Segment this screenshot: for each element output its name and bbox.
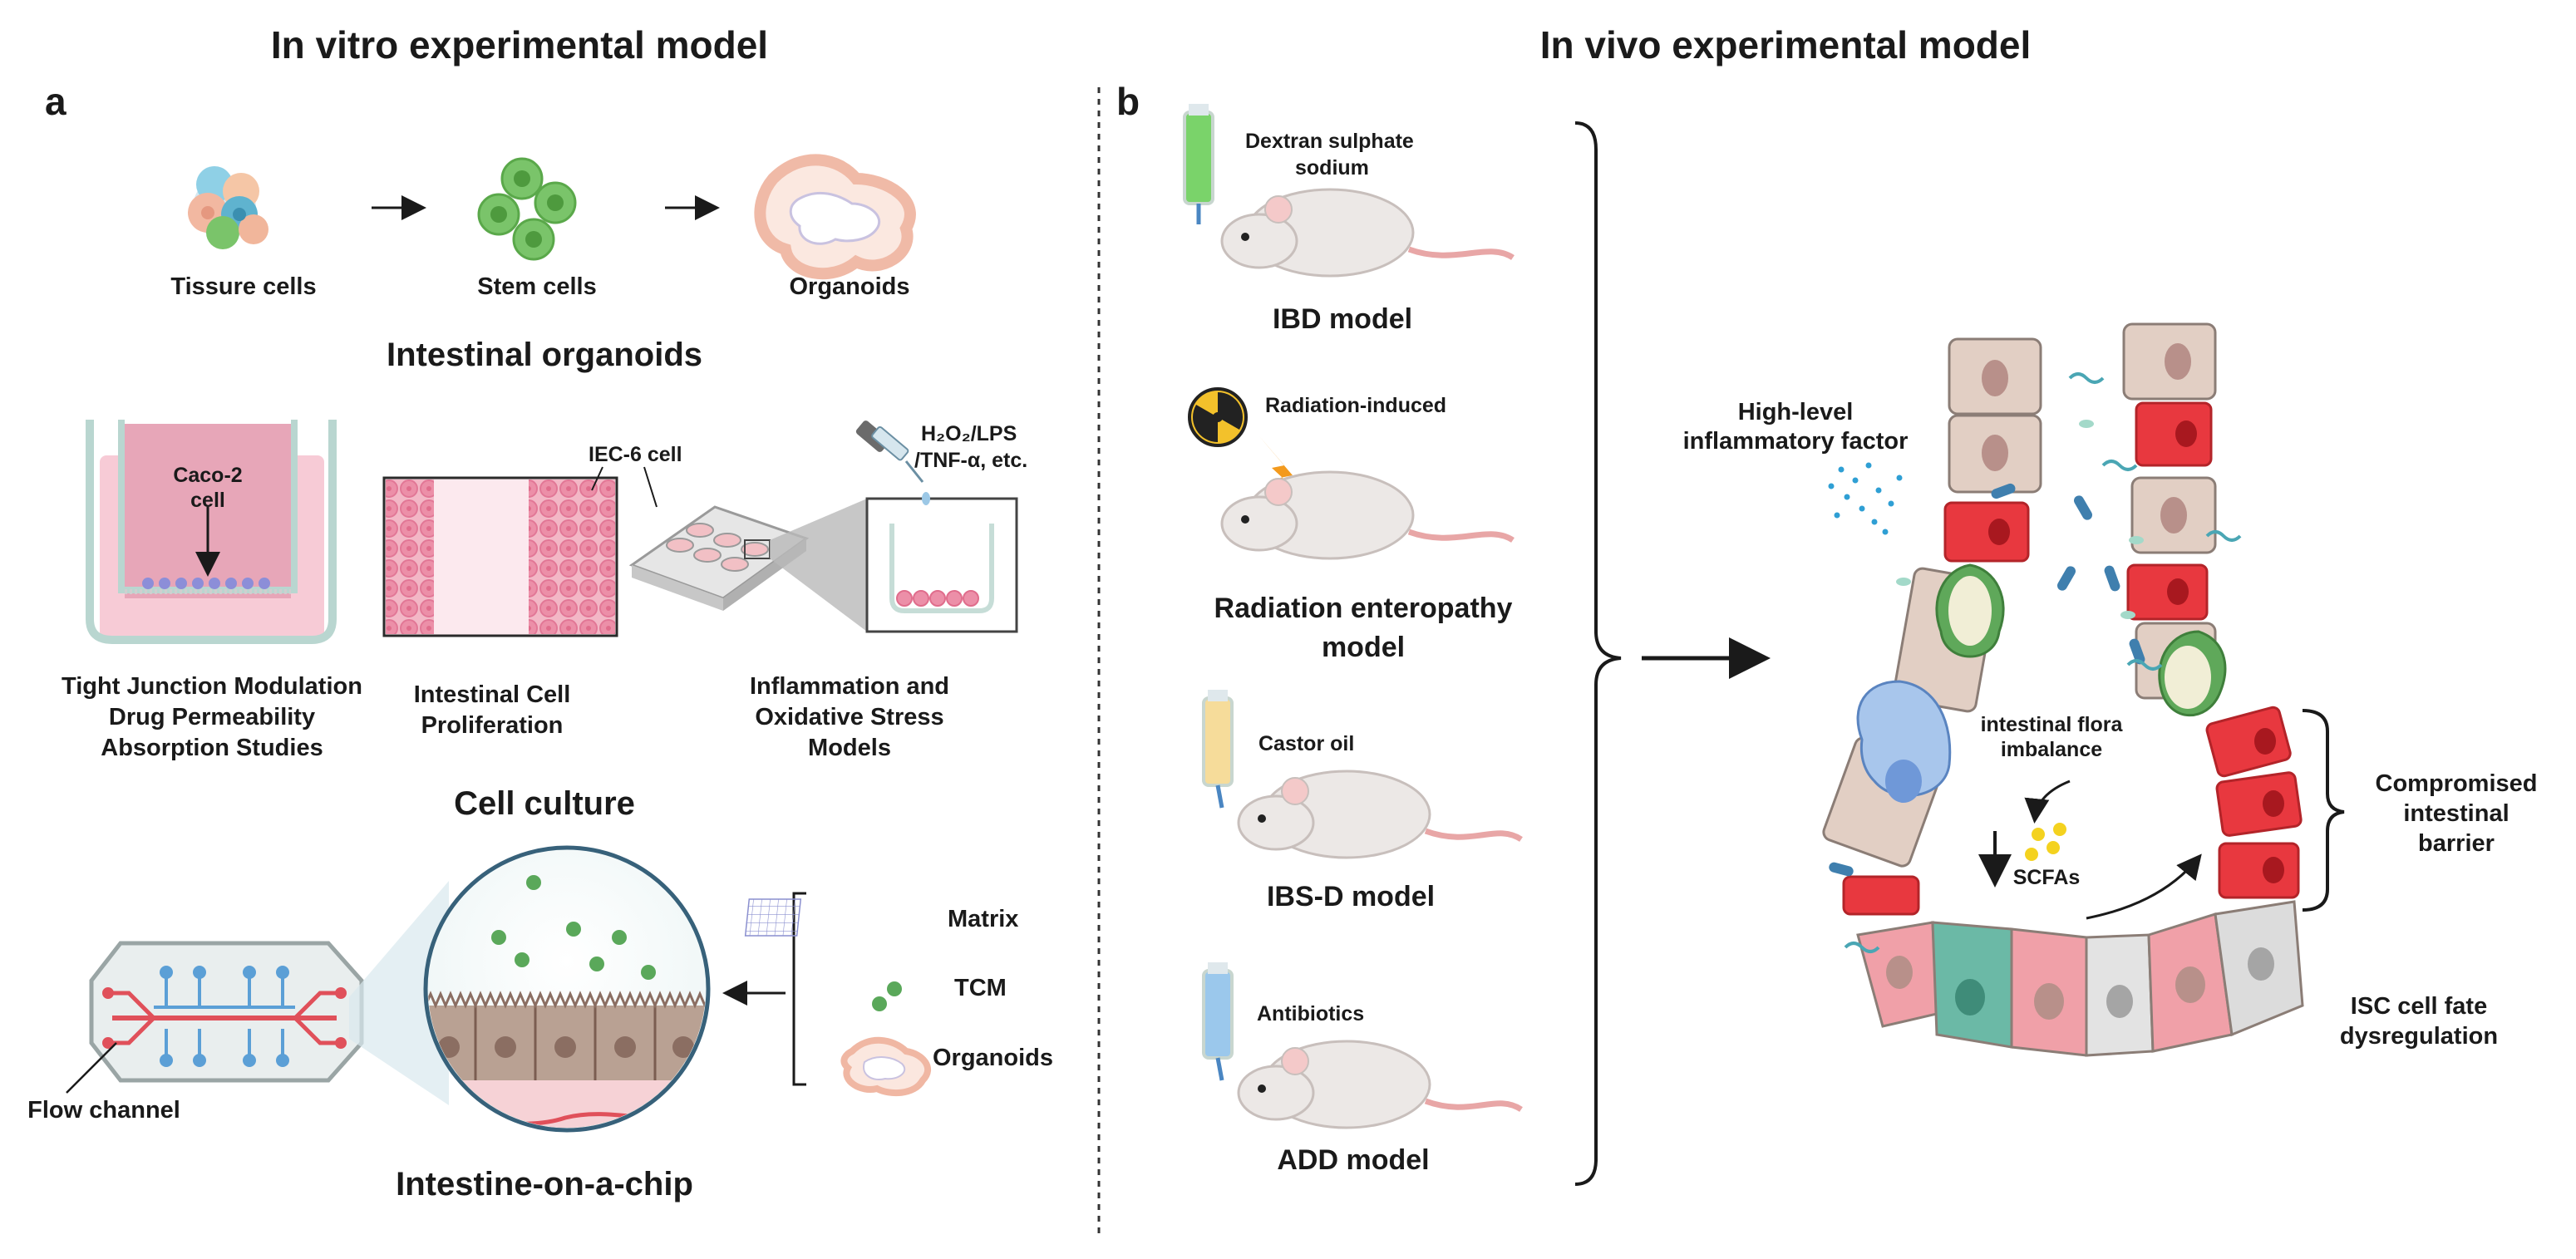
radiation-label: Radiation-induced [1265,394,1446,417]
pipette-icon [855,420,930,505]
well-plate-icon [628,499,867,632]
tj-label-3: Absorption Studies [101,735,323,761]
mouse-radiation-icon [1220,470,1515,560]
inflam-factor-label-1: High-level [1738,399,1854,425]
castor-syringe-icon [1202,690,1234,809]
antibiotics-label: Antibiotics [1257,1002,1364,1025]
inflam-factor-label-2: inflammatory factor [1683,428,1909,455]
ibsd-model-label: IBS-D model [1267,881,1435,912]
dss-syringe-icon [1183,104,1214,224]
tcm-icon [872,981,902,1011]
isc-label-1: ISC cell fate [2351,993,2487,1020]
tissue-cells-icon [188,166,268,249]
title-in-vivo: In vivo experimental model [1540,23,2032,66]
caco2-label-2: cell [190,489,225,512]
stem-cells-label: Stem cells [477,273,596,300]
chip-inputs-bracket [792,892,806,1086]
tissue-cells-label: Tissure cells [170,273,316,300]
iec6-culture-icon [382,476,618,637]
transwell-icon [86,420,337,644]
reagent-label-1: H₂O₂/LPS [921,422,1017,445]
iec6-label: IEC-6 cell [589,443,682,466]
matrix-icon [744,898,802,937]
inflam-label-1: Inflammation and [750,673,949,700]
re-model-label-1: Radiation enteropathy [1214,593,1513,624]
castor-label: Castor oil [1258,732,1354,755]
add-model-label: ADD model [1277,1144,1429,1176]
chip-device-icon [89,881,449,1105]
ibd-model-label: IBD model [1273,303,1412,335]
re-model-label-2: model [1322,632,1405,663]
mouse-add-icon [1237,1040,1523,1129]
panel-label-b: b [1116,80,1140,123]
barrier-label-3: barrier [2418,830,2495,857]
chip-organoid-icon [840,1036,931,1097]
models-brace [1574,121,1622,1186]
prolif-label-2: Proliferation [421,712,564,739]
cell-culture-heading: Cell culture [454,785,635,822]
flora-label-1: intestinal flora [1981,713,2124,736]
organoid-icon [754,154,916,280]
iec6-pointer [591,466,603,491]
mouse-ibsd-icon [1237,770,1523,859]
scfas-label: SCFAs [2013,866,2081,889]
prolif-label-1: Intestinal Cell [414,681,571,708]
well-zoom-icon [865,497,1018,633]
flora-label-2: imbalance [2001,738,2102,761]
intestine-on-chip-heading: Intestine-on-a-chip [396,1166,693,1202]
chip-organoids-label: Organoids [933,1045,1053,1071]
organoids-label: Organoids [789,273,909,300]
dss-label-2: sodium [1295,156,1369,180]
dss-label-1: Dextran sulphate [1245,130,1414,153]
matrix-label: Matrix [948,906,1018,932]
intestinal-crypt-diagram [1822,322,2345,1057]
isc-label-2: dysregulation [2340,1023,2498,1050]
tcm-label: TCM [954,975,1007,1001]
barrier-label-1: Compromised [2376,770,2538,797]
intestinal-organoids-heading: Intestinal organoids [387,337,702,373]
mouse-ibd-icon [1220,188,1515,278]
inflam-label-2: Oxidative Stress [755,704,943,730]
title-in-vitro: In vitro experimental model [271,23,768,66]
stem-cells-icon [477,157,577,261]
reagent-label-2: /TNF-α, etc. [914,449,1027,472]
flow-channel-label: Flow channel [27,1097,180,1124]
flow-channel-pointer [66,1042,117,1094]
chip-zoom-lens [423,845,711,1133]
radiation-icon [1188,387,1305,499]
panel-label-a: a [45,80,66,123]
tj-label-1: Tight Junction Modulation [62,673,362,700]
antibiotics-syringe-icon [1202,962,1234,1081]
tj-label-2: Drug Permeability [109,704,315,730]
barrier-label-2: intestinal [2403,800,2509,827]
inflam-label-3: Models [808,735,891,761]
iec6-pointer-2 [643,466,658,508]
caco2-label-1: Caco-2 [173,464,242,487]
